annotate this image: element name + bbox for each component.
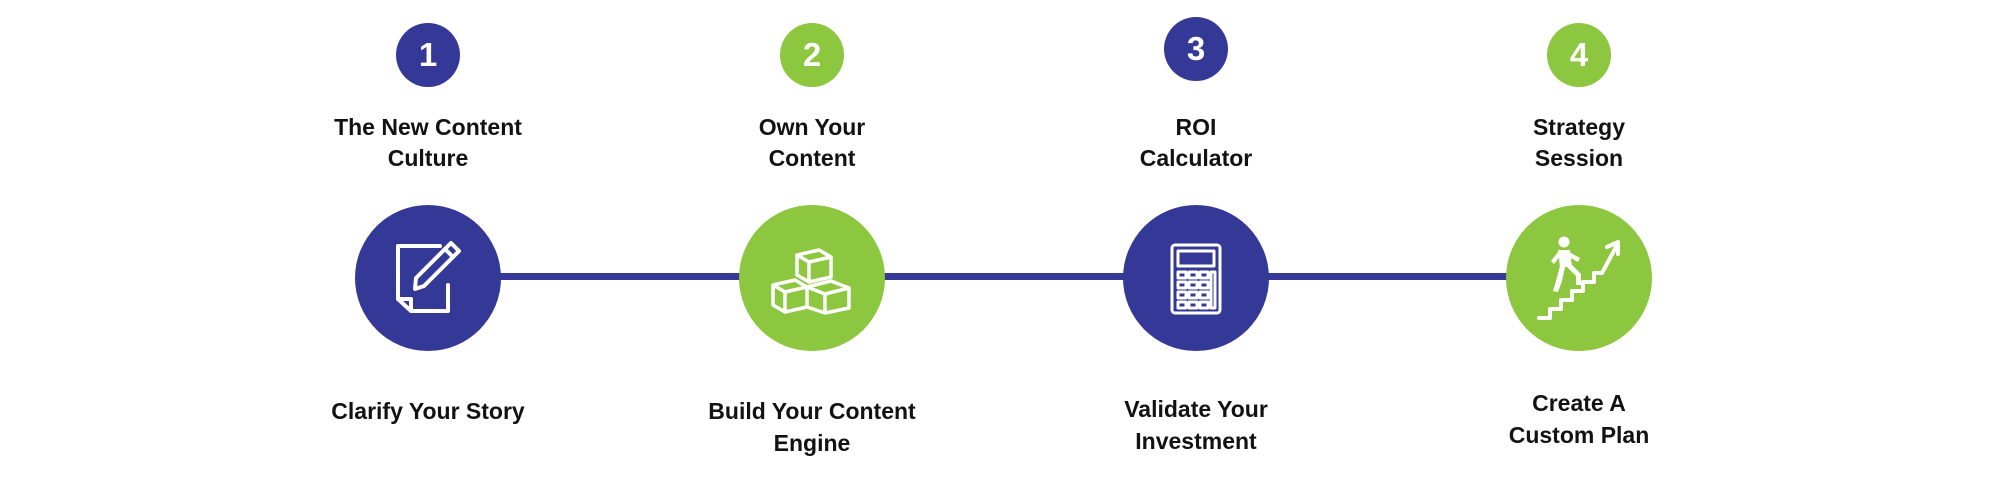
step-number-badge: 3 [1164,17,1228,81]
step-subtitle: Clarify Your Story [331,398,525,424]
step-number-badge: 2 [780,23,844,87]
step-title: The New Content Culture [334,114,522,171]
step-icon-circle [1506,205,1652,351]
step-icon-circle [355,205,501,351]
climbing-stairs-growth-icon [1537,236,1620,320]
step-icon-circle [1123,205,1269,351]
step-number-badge: 1 [396,23,460,87]
step-4: 4 Strategy Session [1399,0,1759,485]
edit-document-icon [396,241,461,313]
step-subtitle: Create A Custom Plan [1508,390,1650,448]
step-3: 3 ROI Calculator [1016,0,1376,485]
step-2: 2 Own Your Content [632,0,992,485]
step-icon-circle [739,205,885,351]
step-title: ROI Calculator [1139,114,1253,171]
step-title: Strategy Session [1532,114,1626,171]
calculator-icon [1170,243,1222,315]
step-number-badge: 4 [1547,23,1611,87]
stacked-boxes-icon [771,248,851,315]
step-subtitle: Validate Your Investment [1124,396,1268,454]
step-1: 1 The New Content Culture Clarify Your S… [248,0,608,485]
step-title: Own Your Content [758,114,866,171]
step-subtitle: Build Your Content Engine [708,398,916,456]
timeline-connector-line [500,273,1650,280]
